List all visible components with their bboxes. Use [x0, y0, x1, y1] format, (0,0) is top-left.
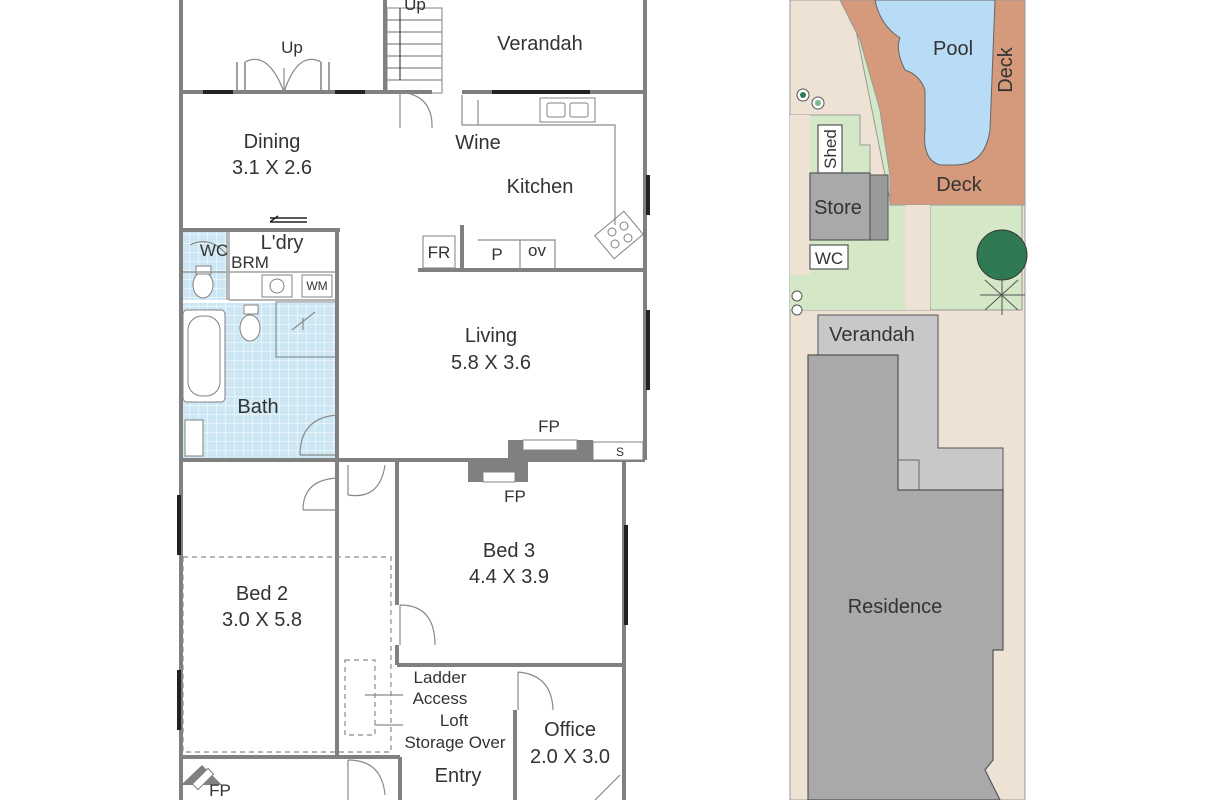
label-oven: ov — [528, 241, 546, 260]
fireplace-bed3-symbol — [468, 462, 528, 483]
label-fireplace-bottom: FP — [209, 781, 231, 800]
wc-toilet — [192, 271, 214, 299]
store — [809, 172, 871, 241]
label-shed: Shed — [821, 129, 840, 169]
label-bed3-size: 4.4 X 3.9 — [469, 566, 549, 588]
label-fireplace-bed3: FP — [504, 487, 526, 506]
store-overhang — [869, 174, 889, 241]
label-office-size: 2.0 X 3.0 — [530, 746, 610, 768]
door-bed2 — [302, 477, 338, 511]
stairs — [386, 7, 443, 94]
label-store: Store — [814, 197, 862, 219]
kitchen-sink — [539, 97, 596, 123]
wc-door-arc — [189, 241, 228, 256]
shed — [817, 124, 843, 174]
fireplace-living-symbol — [508, 439, 644, 461]
side-paving — [790, 115, 810, 275]
vanity — [184, 419, 204, 457]
label-living: Living — [465, 325, 517, 347]
label-fridge: FR — [428, 243, 451, 262]
laundry-fittings — [183, 215, 337, 301]
site-plan: Pool Deck Deck Shed Store WC Verandah Re… — [789, 0, 1028, 800]
bathtub — [182, 309, 226, 403]
french-doors — [236, 58, 330, 93]
label-brm: BRM — [231, 253, 269, 272]
label-dining: Dining — [244, 131, 301, 153]
fridge — [422, 235, 456, 269]
residence — [807, 354, 1004, 800]
label-loft: Loft — [440, 711, 469, 730]
label-bath: Bath — [237, 396, 278, 418]
label-wine: Wine — [455, 132, 501, 154]
label-up-stairs: Up — [404, 0, 426, 14]
label-deck-side: Deck — [995, 46, 1017, 93]
label-verandah-top: Verandah — [497, 33, 583, 55]
label-kitchen: Kitchen — [507, 176, 574, 198]
label-residence: Residence — [848, 596, 943, 618]
label-pool: Pool — [933, 38, 973, 60]
cooktop — [594, 210, 644, 260]
tree-icon — [976, 229, 1028, 281]
bed2-ceiling-outline — [182, 556, 392, 753]
path-paving — [905, 205, 930, 310]
label-dining-size: 3.1 X 2.6 — [232, 157, 312, 179]
label-up-doors: Up — [281, 38, 303, 57]
label-access: Access — [413, 689, 468, 708]
door-verandah — [399, 91, 433, 129]
label-wc: WC — [200, 241, 228, 260]
site-wc — [809, 244, 849, 270]
door-bed3 — [399, 604, 436, 646]
label-laundry: L'dry — [261, 232, 304, 254]
fireplace-bottom-symbol — [181, 765, 222, 791]
label-bed3: Bed 3 — [483, 540, 535, 562]
bath-door-arc — [299, 414, 338, 456]
laundry-basin — [261, 274, 293, 298]
label-site-verandah: Verandah — [829, 324, 915, 346]
lawn-strip — [790, 270, 905, 310]
floor-plan: Up Verandah Up Dining 3.1 X 2.6 Wine Kit… — [177, 0, 650, 800]
plants — [791, 88, 1028, 316]
label-storage-over: Storage Over — [404, 733, 505, 752]
shrub-icon — [980, 275, 1025, 315]
label-pantry: P — [491, 245, 502, 264]
label-living-size: 5.8 X 3.6 — [451, 352, 531, 374]
bath-toilet — [239, 314, 261, 342]
shower — [275, 301, 338, 358]
door-hall — [347, 464, 386, 497]
loft-hatch — [344, 659, 376, 736]
door-entry — [347, 759, 386, 800]
label-fireplace-living: FP — [538, 417, 560, 436]
label-bed2: Bed 2 — [236, 583, 288, 605]
door-office — [517, 671, 554, 711]
label-entry: Entry — [435, 765, 482, 787]
label-office: Office — [544, 719, 596, 741]
label-shelf: S — [616, 445, 624, 459]
washing-machine — [301, 274, 333, 298]
label-site-wc: WC — [815, 249, 843, 268]
label-bed2-size: 3.0 X 5.8 — [222, 609, 302, 631]
bath-fittings — [182, 301, 338, 457]
label-washing-machine: WM — [306, 279, 327, 293]
label-deck-bottom: Deck — [936, 174, 983, 196]
pool — [874, 0, 996, 166]
label-ladder: Ladder — [414, 668, 467, 687]
window-office — [594, 774, 621, 800]
verandah-steps — [896, 459, 920, 491]
kitchen-counter — [422, 95, 650, 270]
